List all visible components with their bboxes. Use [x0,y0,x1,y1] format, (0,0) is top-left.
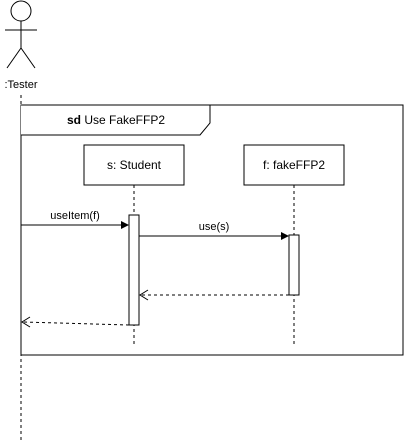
return-to-tester [21,316,130,328]
frame-label-tab [21,104,211,136]
lifeline-student: s: Student [83,144,185,345]
useitem-arrowhead [121,221,129,229]
return-to-student [139,289,289,301]
fakeffp2-head-box [243,144,345,186]
tester-actor: :Tester [4,0,38,91]
actor-left-leg [6,47,22,69]
useitem-label: useItem(f) [50,210,100,222]
student-head-box [83,144,185,186]
fakeffp2-activation [288,234,300,296]
return-tester-arrowhead [21,316,31,328]
lifeline-fakeffp2: f: fakeFFP2 [243,144,345,345]
message-use: use(s) [139,221,289,240]
use-arrowhead [281,232,289,240]
frame-title: sd Use FakeFFP2 [67,113,165,127]
frame-keyword: sd [67,113,81,127]
actor-head [10,0,32,22]
sd-frame: sd Use FakeFFP2 [20,104,404,356]
actor-label: :Tester [4,79,37,91]
student-activation [128,214,140,326]
actor-right-leg [20,47,36,69]
message-useitem: useItem(f) [21,210,129,229]
frame-border [20,104,404,356]
use-label: use(s) [199,221,230,233]
return-tester-line [22,321,130,326]
fakeffp2-label: f: fakeFFP2 [263,158,325,172]
frame-name: Use FakeFFP2 [84,113,165,127]
return-student-arrowhead [139,289,149,301]
student-label: s: Student [107,158,162,172]
